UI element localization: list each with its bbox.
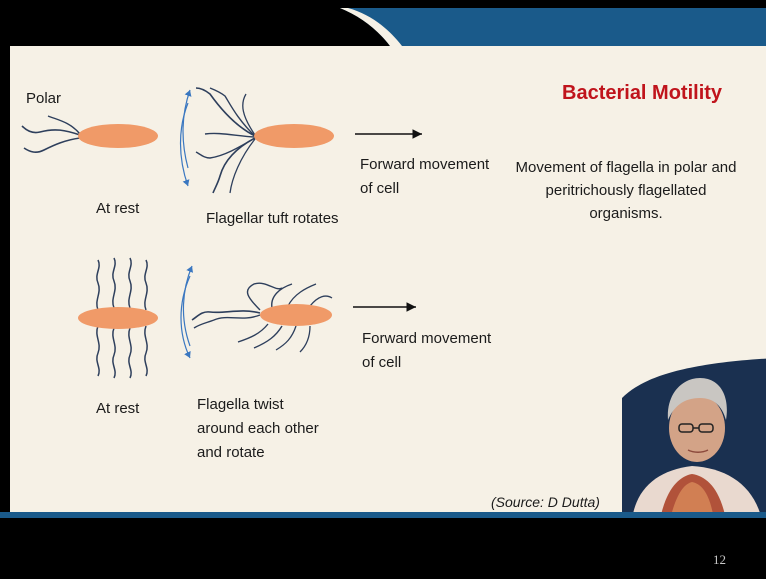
peritrichous-twisted-bundle <box>181 266 332 358</box>
label-forward-movement-1-line1: Forward movement <box>360 154 489 176</box>
peritrichous-cell-at-rest <box>78 258 158 378</box>
label-forward-movement-1-line2: of cell <box>360 178 399 200</box>
label-forward-movement-2-line2: of cell <box>362 352 401 374</box>
label-flagella-twist-line2: around each other <box>197 418 319 440</box>
source-credit: (Source: D Dutta) <box>491 494 600 510</box>
label-at-rest-polar: At rest <box>96 198 139 220</box>
slide: Polar At rest Flagellar tuft rotates For… <box>10 8 766 520</box>
label-polar: Polar <box>26 88 61 110</box>
description-line-2: peritrichously flagellated <box>508 179 744 202</box>
label-forward-movement-2-line1: Forward movement <box>362 328 491 350</box>
description-line-1: Movement of flagella in polar and <box>508 156 744 179</box>
page-number: 12 <box>713 552 726 568</box>
bottom-black-band <box>0 518 766 579</box>
presenter-video <box>622 358 766 520</box>
slide-title: Bacterial Motility <box>562 82 722 105</box>
description-line-3: organisms. <box>508 202 744 225</box>
polar-cell-at-rest <box>22 116 158 152</box>
label-at-rest-peritrichous: At rest <box>96 398 139 420</box>
label-flagella-twist-line3: and rotate <box>197 442 265 464</box>
label-flagella-twist-line1: Flagella twist <box>197 394 284 416</box>
top-black-border <box>0 0 766 8</box>
polar-flagellar-tuft <box>181 88 335 193</box>
label-flagellar-tuft-rotates: Flagellar tuft rotates <box>206 208 339 230</box>
slide-description: Movement of flagella in polar and peritr… <box>508 156 744 225</box>
